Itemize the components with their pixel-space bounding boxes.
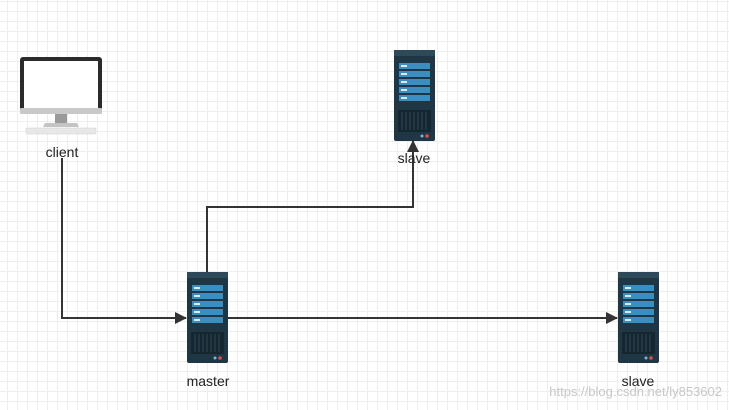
client-node[interactable] xyxy=(18,56,104,141)
desktop-monitor-icon xyxy=(20,57,102,135)
slave-top-label: slave xyxy=(397,150,431,166)
edge-master-to-slave-top xyxy=(206,140,419,273)
server-icon xyxy=(394,50,435,141)
watermark: https://blog.csdn.net/ly853602 xyxy=(549,384,722,399)
server-icon xyxy=(187,272,228,363)
master-label: master xyxy=(186,373,230,389)
slave-right-node[interactable] xyxy=(618,272,659,368)
client-label: client xyxy=(45,144,79,160)
server-icon xyxy=(618,272,659,363)
slave-top-node[interactable] xyxy=(394,50,435,146)
master-node[interactable] xyxy=(187,272,228,368)
slave-right-label: slave xyxy=(621,373,655,389)
edge-client-to-master xyxy=(61,158,187,324)
